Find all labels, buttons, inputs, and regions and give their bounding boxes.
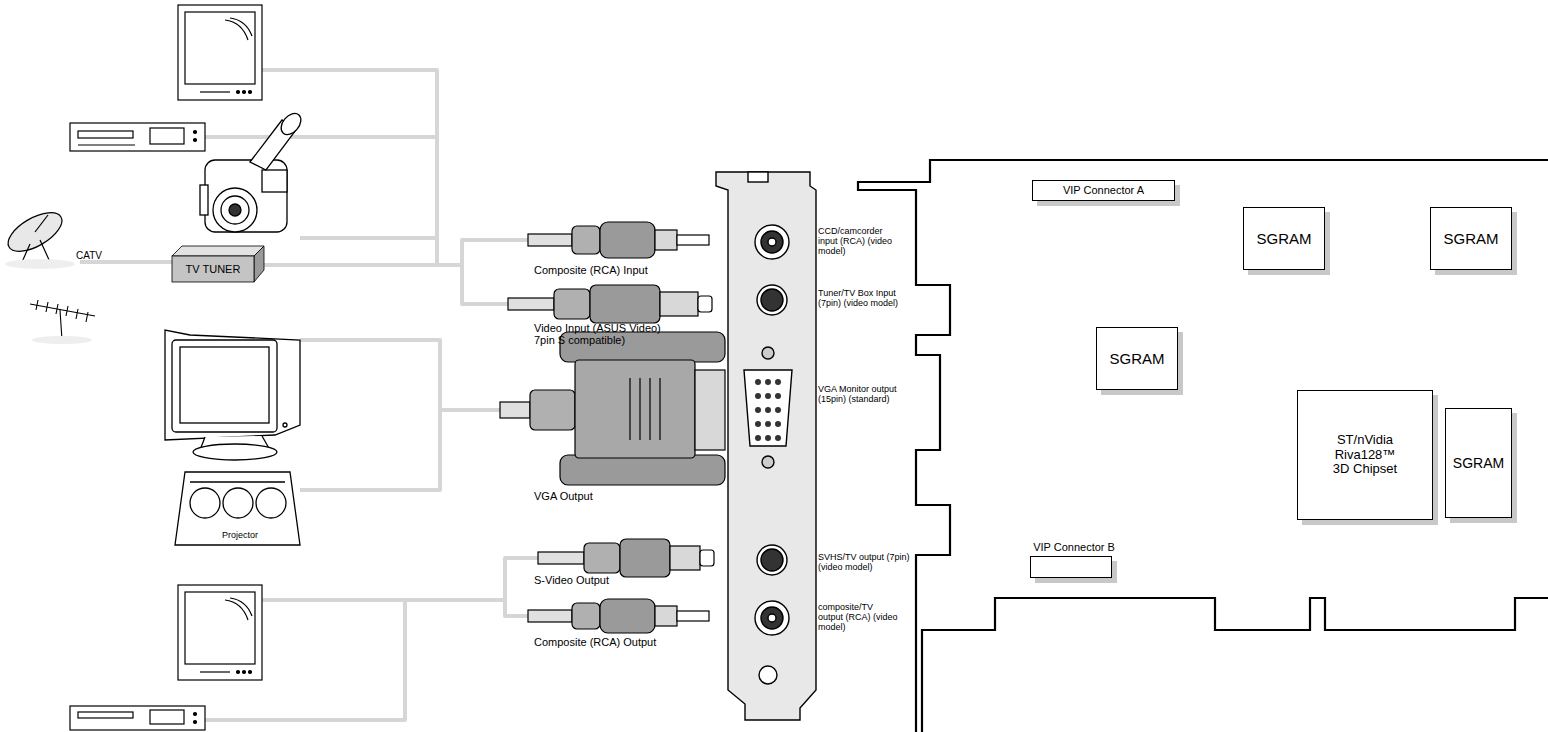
grip-ridge — [649, 378, 650, 440]
cable-label: S-Video Output — [534, 574, 674, 586]
vga-pin — [755, 393, 761, 399]
tuner-box: TV TUNER — [172, 256, 254, 282]
circuit-board — [858, 160, 1548, 732]
svideo-plug — [538, 539, 714, 577]
memory-chip: SGRAM — [1096, 327, 1178, 390]
connector-pins — [755, 379, 781, 441]
vga-plug — [500, 332, 725, 485]
port-label: CCD/camcorder input (RCA) (video model) — [818, 226, 898, 256]
connector-outline — [1030, 556, 1112, 578]
crt-monitor — [165, 330, 300, 460]
vcr — [70, 123, 205, 151]
port-label: Tuner/TV Box Input (7pin) (video model) — [818, 288, 912, 308]
vga-pin — [775, 379, 781, 385]
vga-pin — [765, 407, 771, 413]
svideo-plug — [508, 285, 712, 323]
node-text: TV TUNER — [186, 263, 241, 276]
connector-header: VIP Connector B — [1024, 537, 1124, 558]
node-text: SGRAM — [1109, 350, 1164, 367]
cable-wire — [80, 70, 540, 720]
tuner-box — [172, 246, 264, 282]
memory-chip: SGRAM — [1430, 207, 1512, 270]
node-text: SGRAM — [1256, 230, 1311, 247]
cable-label: Composite (RCA) Output — [534, 636, 694, 648]
rca-plug — [528, 599, 709, 633]
rca-plug — [528, 222, 709, 258]
node-text: VIP Connector B — [1033, 541, 1115, 554]
node-text: ST/nVidia Riva128™ 3D Chipset — [1329, 433, 1401, 478]
memory-chip: SGRAM — [1445, 408, 1512, 518]
connector-header: VIP Connector A — [1032, 180, 1175, 201]
graphics-chip: ST/nVidia Riva128™ 3D Chipset — [1297, 390, 1433, 520]
vga-pin — [765, 421, 771, 427]
cable-label: VGA Output — [534, 490, 654, 502]
satellite-dish — [2, 205, 75, 269]
signal-source-label: CATV — [76, 250, 136, 261]
television — [178, 585, 262, 680]
vga-pin — [755, 435, 761, 441]
node-text: VIP Connector A — [1063, 184, 1144, 197]
device-label: Projector — [205, 530, 275, 540]
grip-ridge — [639, 378, 640, 440]
vga-pin — [765, 435, 771, 441]
node-text: SGRAM — [1443, 230, 1498, 247]
television — [178, 5, 262, 100]
vga-pin — [755, 407, 761, 413]
vga-pin — [775, 435, 781, 441]
vga-pin — [775, 407, 781, 413]
port-label: composite/TV output (RCA) (video model) — [818, 602, 898, 632]
vga-pin — [765, 379, 771, 385]
projector — [175, 472, 300, 545]
vga-pin — [775, 393, 781, 399]
port-label: SVHS/TV output (7pin) (video model) — [818, 552, 912, 572]
grip-ridge — [659, 378, 660, 440]
antenna — [30, 300, 95, 344]
node-text: SGRAM — [1453, 455, 1504, 471]
memory-chip: SGRAM — [1243, 207, 1325, 270]
camcorder — [200, 110, 305, 232]
vga-pin — [765, 393, 771, 399]
vga-pin — [755, 421, 761, 427]
vcr — [70, 706, 205, 730]
cable-label: Composite (RCA) Input — [534, 264, 694, 276]
mounting-bracket — [716, 172, 816, 720]
cable-label: Video Input (ASUS Video) 7pin S compatib… — [534, 322, 674, 347]
vga-pin — [755, 379, 761, 385]
grip-ridge — [629, 378, 630, 440]
vga-pin — [775, 421, 781, 427]
port-label: VGA Monitor output (15pin) (standard) — [818, 384, 898, 404]
grip-ridges — [630, 378, 660, 440]
